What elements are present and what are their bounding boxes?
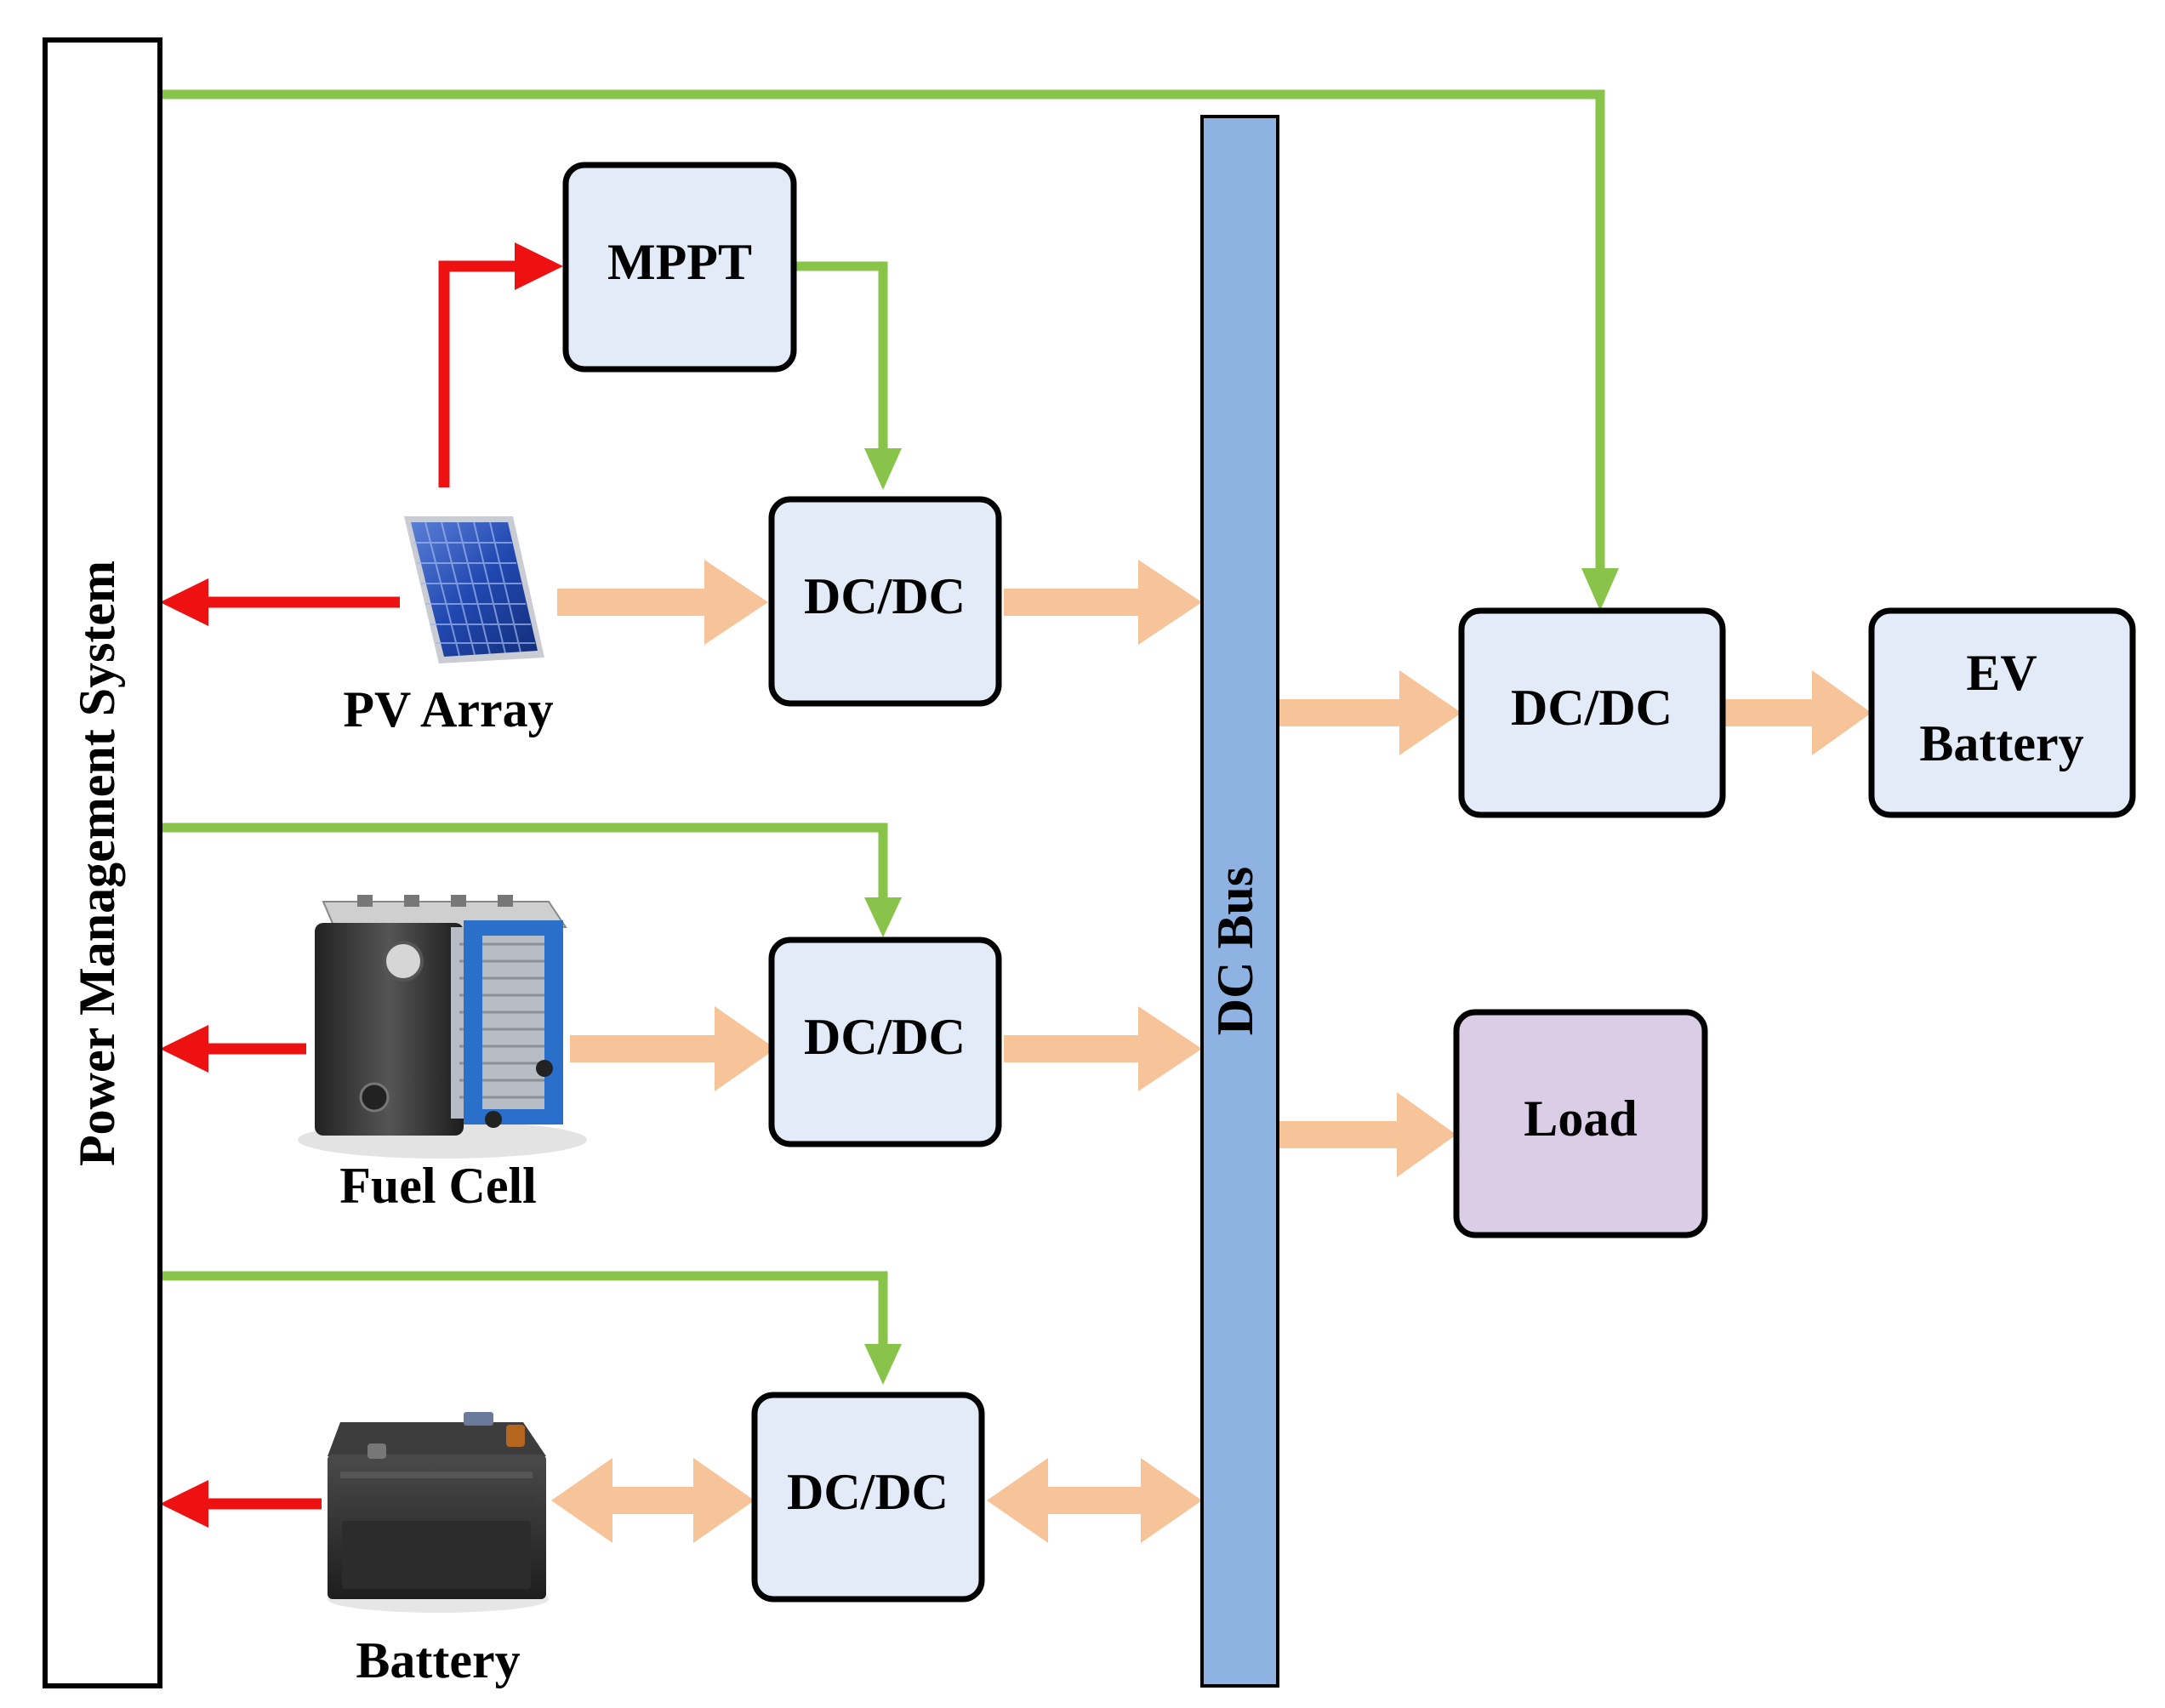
fc-front-plate [315, 923, 464, 1136]
mppt-arrowhead [515, 242, 563, 290]
battery-converter-bidirectional-arrow [551, 1458, 755, 1543]
control-arrowheads [864, 448, 1619, 1385]
measurement-signal-lines [196, 260, 526, 1510]
load-label: Load [1524, 1090, 1637, 1147]
fc-converter-label: DC/DC [804, 1009, 966, 1065]
pv-to-converter-arrow [557, 560, 768, 645]
dc-bus-bar [1200, 115, 1279, 1688]
battery-terminal-positive [506, 1425, 525, 1447]
fuel-cell-label: Fuel Cell [339, 1158, 537, 1214]
mppt-label: MPPT [607, 234, 752, 290]
battery-dcdc-converter: DC/DC [751, 1392, 985, 1603]
pv-dcdc-converter: DC/DC [768, 496, 1002, 707]
ev-battery-box [1868, 607, 2136, 818]
measurement-arrowheads [160, 242, 563, 1528]
ev-converter-to-ev-battery-arrow [1723, 670, 1872, 755]
battery-converter-arrowhead [864, 1344, 902, 1385]
battery-converter-box [751, 1392, 985, 1603]
mppt-to-pv-converter-line [796, 261, 888, 459]
fuel-cell-stack-icon [298, 895, 587, 1159]
ev-converter-arrowhead [1581, 568, 1619, 611]
fc-dcdc-converter: DC/DC [768, 937, 1002, 1147]
bus-to-load-arrow [1278, 1092, 1456, 1177]
ev-battery-label-line2: Battery [1919, 715, 2083, 771]
control-signal-lines [160, 89, 1605, 1357]
mppt-block: MPPT [562, 162, 797, 373]
battery-label: Battery [356, 1632, 520, 1688]
pv-converter-box [768, 496, 1002, 707]
ev-converter-label: DC/DC [1511, 680, 1672, 736]
fc-converter-arrowhead [864, 897, 902, 937]
load-block: Load [1453, 1009, 1708, 1238]
pms-to-fc-converter-line [160, 823, 888, 910]
ev-battery-label-line1: EV [1966, 645, 2037, 701]
power-management-system: Power Management System [43, 37, 162, 1688]
load-box [1453, 1009, 1708, 1238]
mppt-box [562, 162, 797, 373]
pv-converter-label: DC/DC [804, 568, 966, 624]
car-battery-icon [328, 1412, 549, 1613]
fc-pms-arrowhead [160, 1025, 208, 1073]
pv-pms-arrowhead [160, 578, 208, 626]
solar-panel-icon [404, 516, 544, 663]
fc-to-converter-arrow [570, 1006, 776, 1091]
bus-to-ev-converter-arrow [1278, 670, 1461, 755]
ev-battery-block: EV Battery [1868, 607, 2136, 818]
pms-label: Power Management System [69, 561, 125, 1166]
fc-converter-box [768, 937, 1002, 1147]
pms-to-battery-converter-line [160, 1271, 888, 1357]
pv-array-label: PV Array [343, 681, 553, 737]
power-flow-arrows [551, 560, 1872, 1543]
fc-converter-to-bus-arrow [1004, 1006, 1202, 1091]
pv-to-mppt-line [438, 260, 526, 487]
ev-dcdc-converter: DC/DC [1458, 607, 1726, 818]
battery-bus-bidirectional-arrow [987, 1458, 1202, 1543]
pms-box [43, 37, 162, 1688]
dc-bus: DC Bus [1200, 115, 1279, 1688]
pv-converter-to-bus-arrow [1004, 560, 1202, 645]
battery-converter-label: DC/DC [787, 1464, 949, 1520]
battery-pms-arrowhead [160, 1480, 208, 1528]
battery-terminal-negative [367, 1443, 386, 1459]
dc-bus-label: DC Bus [1207, 867, 1263, 1035]
ev-converter-box [1458, 607, 1726, 818]
pv-converter-arrowhead [864, 448, 902, 490]
pms-to-ev-converter-line [160, 89, 1605, 587]
